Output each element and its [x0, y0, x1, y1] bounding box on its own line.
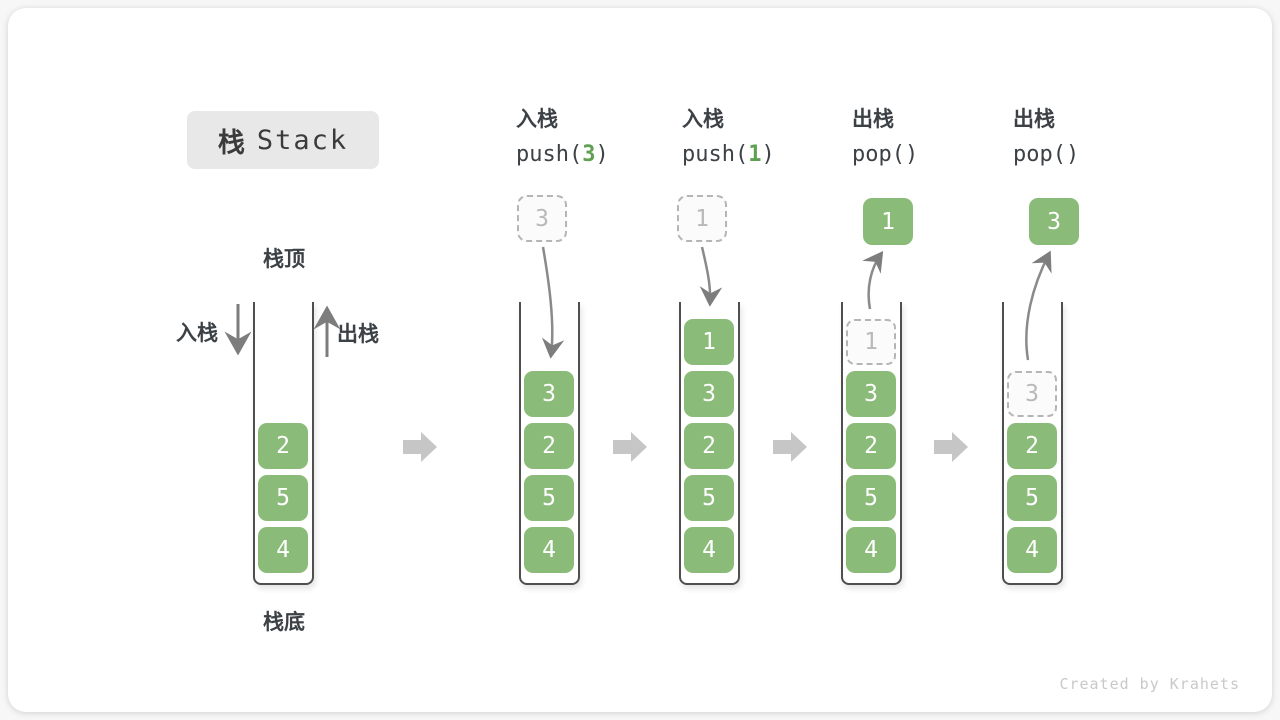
code-post: ): [595, 142, 609, 167]
operation-name: 入栈: [682, 107, 724, 131]
stack-cell: 4: [1007, 527, 1057, 573]
stack-top-label: 栈顶: [263, 247, 305, 271]
code-pre: pop(: [852, 142, 905, 167]
code-pre: push(: [516, 142, 583, 167]
stack-container-3: 1 3 2 5 4: [679, 302, 740, 585]
watermark: Created by Krahets: [1059, 675, 1240, 693]
stack-cell: 5: [258, 475, 308, 521]
stack-cell: 2: [524, 423, 574, 469]
stack-cell: 1: [684, 319, 734, 365]
stack-cell: 4: [258, 527, 308, 573]
stack-cell: 2: [1007, 423, 1057, 469]
stack-container-4: 1 3 2 5 4: [841, 302, 902, 585]
diagram-title: 栈 Stack: [187, 111, 379, 169]
incoming-value-box: 1: [677, 195, 727, 242]
stack-cell: 5: [524, 475, 574, 521]
code-post: ): [1065, 142, 1080, 167]
stack-cell: 2: [846, 423, 896, 469]
stack-container-2: 3 2 5 4: [519, 302, 580, 585]
stack-container-1: 2 5 4: [253, 302, 314, 585]
stack-cell: 5: [846, 475, 896, 521]
code-post: ): [904, 142, 919, 167]
title-en-text: Stack: [256, 124, 349, 156]
operation-code: pop(): [852, 142, 918, 168]
operation-name: 出栈: [1013, 107, 1055, 131]
stack-cell: 2: [684, 423, 734, 469]
stack-cell-ghost: 1: [846, 319, 896, 365]
code-pre: push(: [682, 142, 749, 167]
title-cjk-text: 栈: [217, 127, 245, 159]
code-pre: pop(: [1013, 142, 1066, 167]
stack-cell: 5: [1007, 475, 1057, 521]
operation-code: push(1): [682, 142, 775, 168]
pop-side-label: 出栈: [337, 322, 379, 346]
stack-container-5: 3 2 5 4: [1002, 302, 1063, 585]
push-side-label: 入栈: [176, 321, 218, 345]
operation-label-push-1: 入栈 push(1): [682, 106, 775, 168]
popped-value-box: 1: [863, 198, 913, 245]
operation-name: 出栈: [852, 107, 894, 131]
stack-cell-ghost: 3: [1007, 371, 1057, 417]
operation-name: 入栈: [516, 107, 558, 131]
stack-cell: 2: [258, 423, 308, 469]
stack-bottom-label: 栈底: [263, 610, 305, 634]
operation-code: pop(): [1013, 142, 1079, 168]
operation-label-push-3: 入栈 push(3): [516, 106, 609, 168]
code-arg: 1: [748, 142, 762, 167]
stack-cell: 4: [684, 527, 734, 573]
stack-cell: 3: [684, 371, 734, 417]
operation-code: push(3): [516, 142, 609, 168]
stack-cell: 5: [684, 475, 734, 521]
code-arg: 3: [582, 142, 596, 167]
stack-cell: 3: [524, 371, 574, 417]
incoming-value-box: 3: [517, 195, 567, 242]
operation-label-pop-3: 出栈 pop(): [1013, 106, 1079, 168]
popped-value-box: 3: [1029, 198, 1079, 245]
code-post: ): [761, 142, 775, 167]
stack-cell: 4: [846, 527, 896, 573]
operation-label-pop-1: 出栈 pop(): [852, 106, 918, 168]
stack-cell: 4: [524, 527, 574, 573]
stack-cell: 3: [846, 371, 896, 417]
